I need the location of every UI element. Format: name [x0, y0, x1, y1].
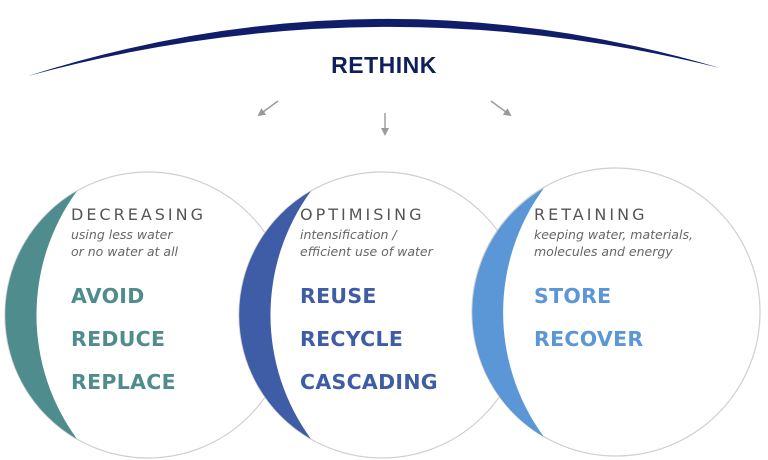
section-sub-line2: efficient use of water [300, 244, 433, 259]
crescent-retaining [472, 188, 544, 437]
page-title: RETHINK [331, 52, 437, 78]
section-sub-line1: using less water [71, 227, 173, 242]
section-optimising: OPTIMISING intensification / efficient u… [300, 205, 438, 414]
action-replace: REPLACE [71, 370, 176, 394]
crescent-optimising [239, 191, 311, 439]
arrow-left [257, 100, 279, 117]
section-heading: RETAINING [534, 205, 648, 224]
section-retaining: RETAINING keeping water, materials, mole… [534, 205, 693, 371]
circle-retaining [471, 167, 761, 457]
action-store: STORE [534, 284, 612, 308]
action-list: AVOID REDUCE REPLACE [71, 285, 206, 394]
crescent-decreasing [5, 191, 78, 439]
action-list: STORE RECOVER [534, 285, 693, 351]
action-reduce: REDUCE [71, 327, 166, 351]
section-sub-line2: molecules and energy [534, 244, 673, 259]
section-sub-line1: keeping water, materials, [534, 227, 693, 242]
section-heading: DECREASING [71, 205, 207, 224]
rethink-arc [28, 18, 720, 76]
section-sub-line1: intensification / [300, 227, 397, 242]
section-heading: OPTIMISING [300, 205, 425, 224]
section-sub-line2: or no water at all [71, 244, 179, 259]
action-cascading: CASCADING [300, 370, 438, 394]
action-reuse: REUSE [300, 284, 377, 308]
section-decreasing: DECREASING using less water or no water … [71, 205, 206, 414]
arrow-right [490, 100, 512, 117]
action-recover: RECOVER [534, 327, 644, 351]
action-list: REUSE RECYCLE CASCADING [300, 285, 438, 394]
action-recycle: RECYCLE [300, 327, 404, 351]
action-avoid: AVOID [71, 284, 145, 308]
